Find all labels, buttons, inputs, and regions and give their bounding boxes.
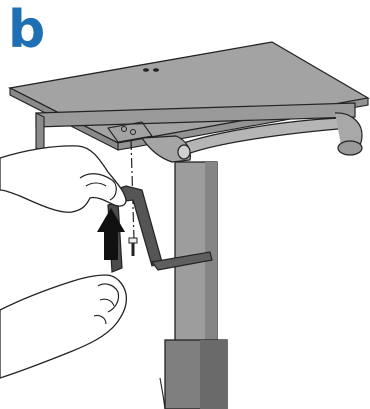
screw-icon	[129, 238, 137, 256]
lower-hand	[0, 275, 126, 378]
upper-hand	[0, 146, 126, 212]
tabletop	[10, 42, 368, 150]
column	[160, 162, 227, 409]
